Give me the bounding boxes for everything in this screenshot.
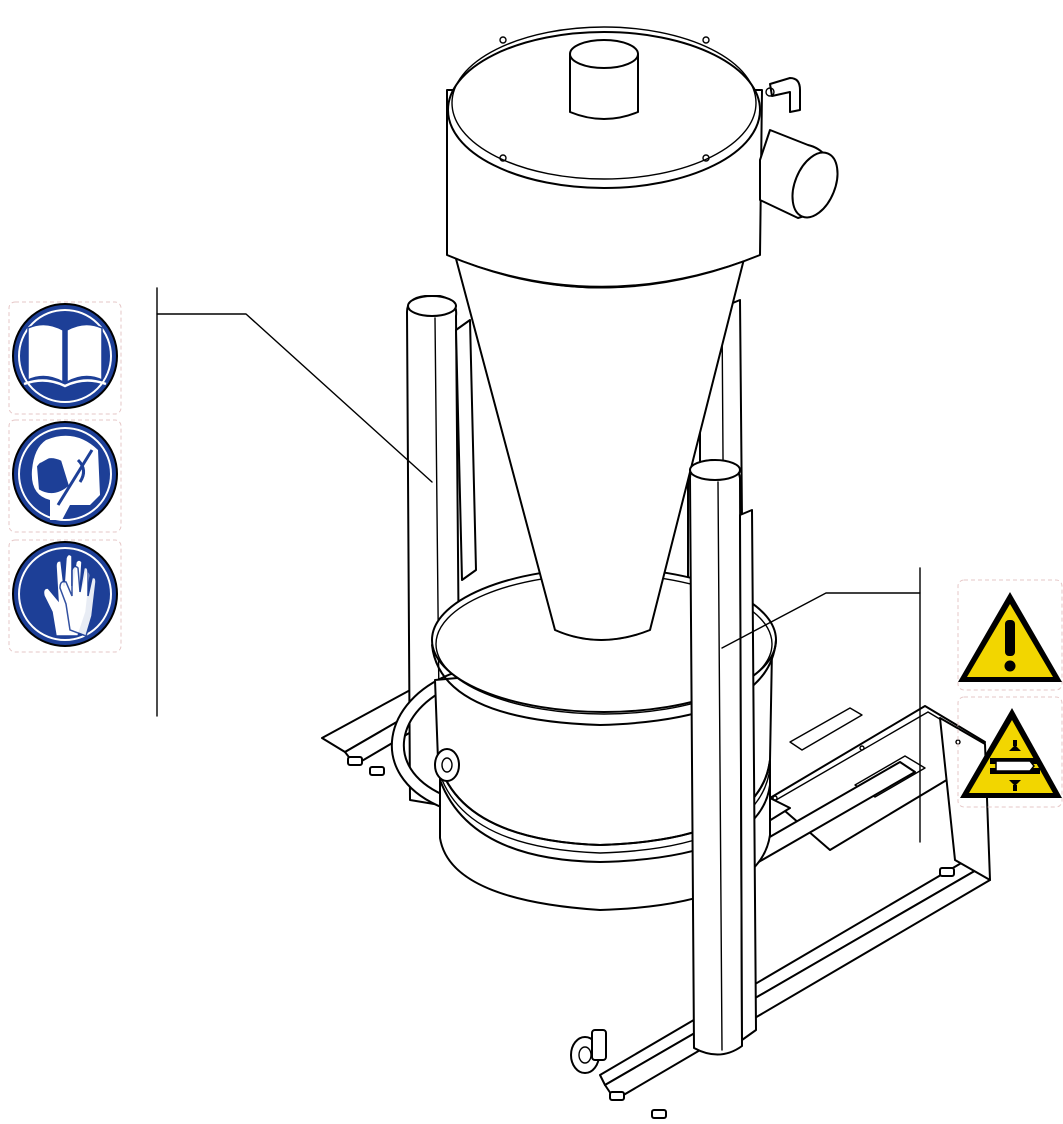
general-warning-icon — [957, 579, 1063, 691]
wear-gloves-icon — [8, 539, 122, 653]
cyclone-body — [446, 26, 839, 289]
caster-wheels — [434, 748, 607, 1074]
read-manual-icon — [8, 301, 122, 415]
mandatory-signs-panel — [8, 301, 122, 653]
crush-hazard-icon — [957, 696, 1063, 808]
dust-bin-drum — [431, 567, 777, 911]
callout-leaders — [156, 287, 921, 843]
front-right-upright — [689, 459, 757, 1056]
warning-signs-panel — [957, 579, 1063, 808]
wear-dust-mask-icon — [8, 419, 122, 533]
